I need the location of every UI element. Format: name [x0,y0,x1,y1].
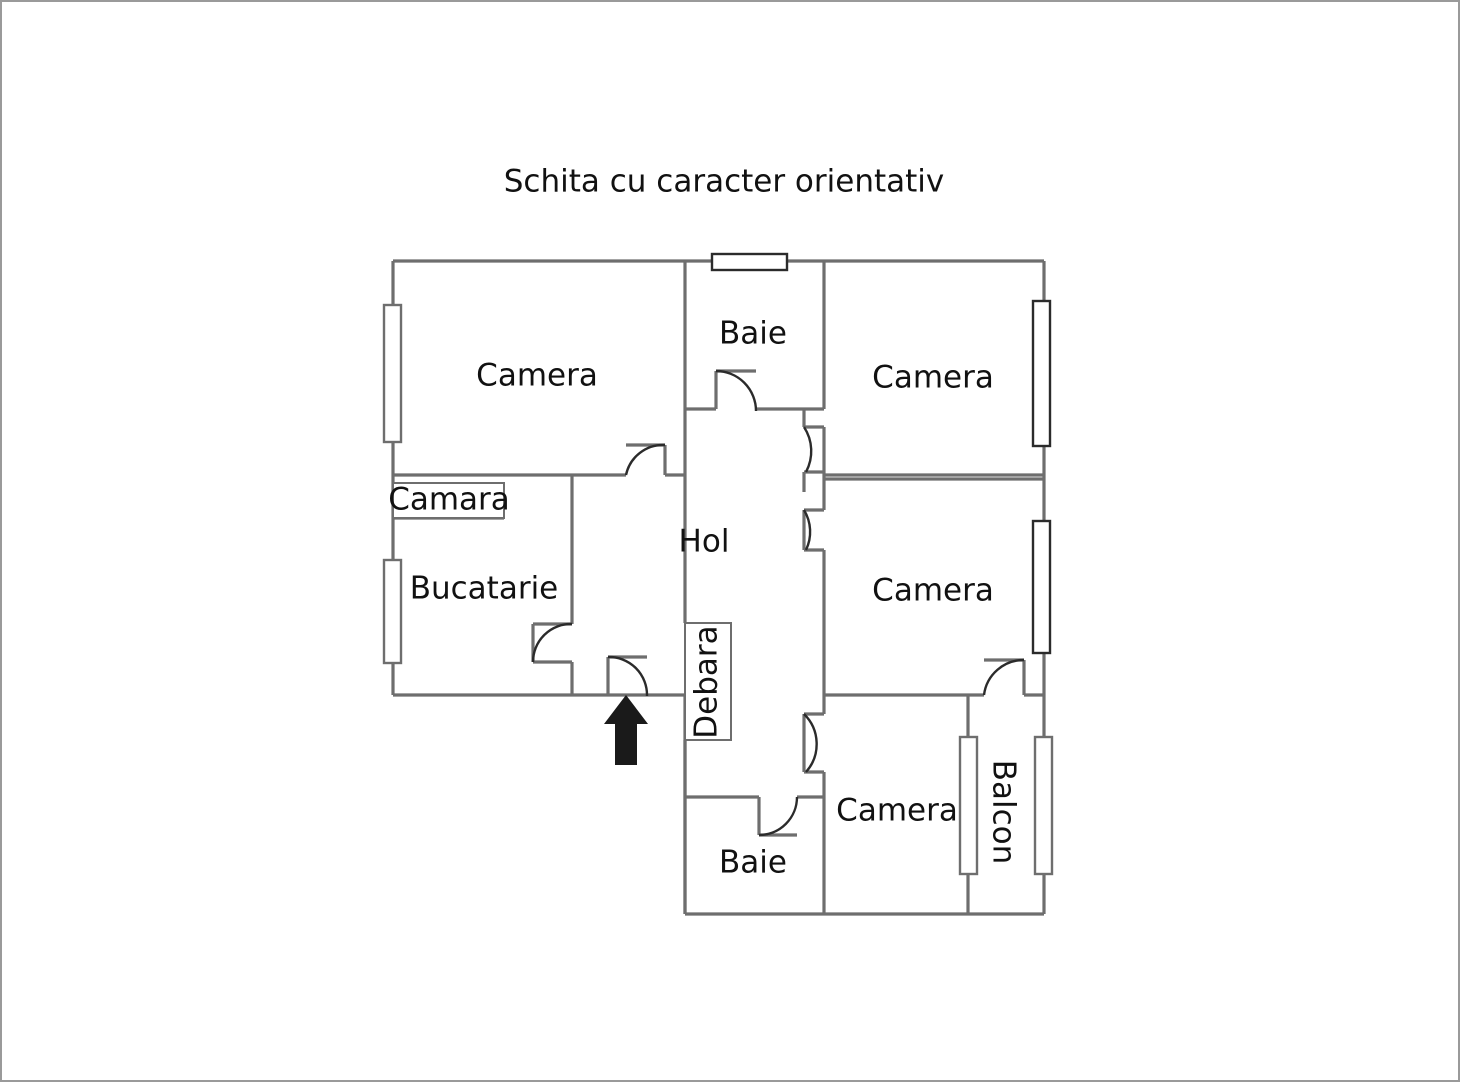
window-balcon-left [958,735,979,876]
entrance-arrow [604,695,648,765]
window-camera-mid-right [1031,519,1052,655]
door-camera-top-left-to-hol [624,443,666,476]
room-label-bucatarie: Bucatarie [410,571,559,607]
room-label-baie-top: Baie [719,316,787,352]
room-label-hol: Hol [679,524,730,560]
room-label-baie-bottom: Baie [719,845,787,881]
windows [382,252,1054,876]
window-baie-top [710,252,789,272]
window-camera-top-right [1031,299,1052,448]
door-camera-mid-right-to-hol [802,509,812,551]
room-label-camera-bottom: Camera [836,793,958,829]
room-label-balcon: Balcon [986,760,1022,865]
door-baie-top-to-hol [715,369,758,412]
room-label-debara: Debara [689,625,725,738]
window-bucatarie [382,558,403,665]
room-labels: Camera Baie Camera Camara Bucatarie Hol … [388,316,1021,881]
room-label-camera-mid-right: Camera [872,573,994,609]
door-camera-bottom-to-hol [803,713,818,773]
label-boxes [392,482,732,741]
room-label-camara: Camara [388,482,510,518]
door-swings [531,369,1025,837]
door-baie-bottom-to-hol [758,796,799,837]
camara-label-box [392,482,505,519]
page-title: Schita cu caracter orientativ [504,164,945,200]
room-label-camera-top-right: Camera [872,360,994,396]
window-balcon-right [1033,735,1054,876]
room-label-camera-top-left: Camera [476,358,598,394]
door-entrance [607,655,649,697]
debara-label-box [684,622,732,741]
door-camera-top-right-to-hol [802,426,813,473]
door-bucatarie-to-hol [531,622,573,663]
door-camera-bottom-to-balcon [982,658,1025,696]
window-camera-top-left [382,303,403,444]
